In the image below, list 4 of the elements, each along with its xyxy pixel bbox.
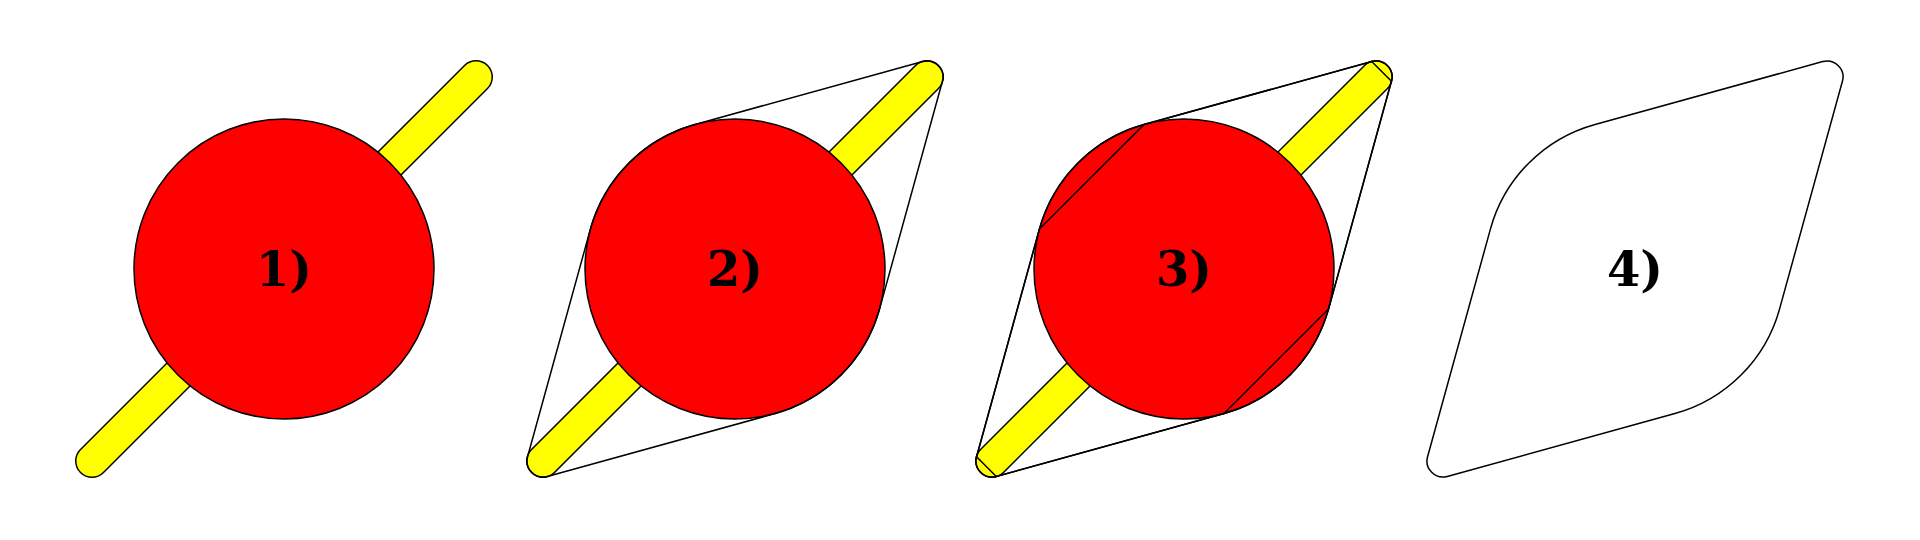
panel-number: 4)	[1606, 245, 1664, 293]
panel-number: 2)	[706, 245, 764, 293]
panel-number: 1)	[255, 245, 313, 293]
panel-number: 3)	[1155, 245, 1213, 293]
